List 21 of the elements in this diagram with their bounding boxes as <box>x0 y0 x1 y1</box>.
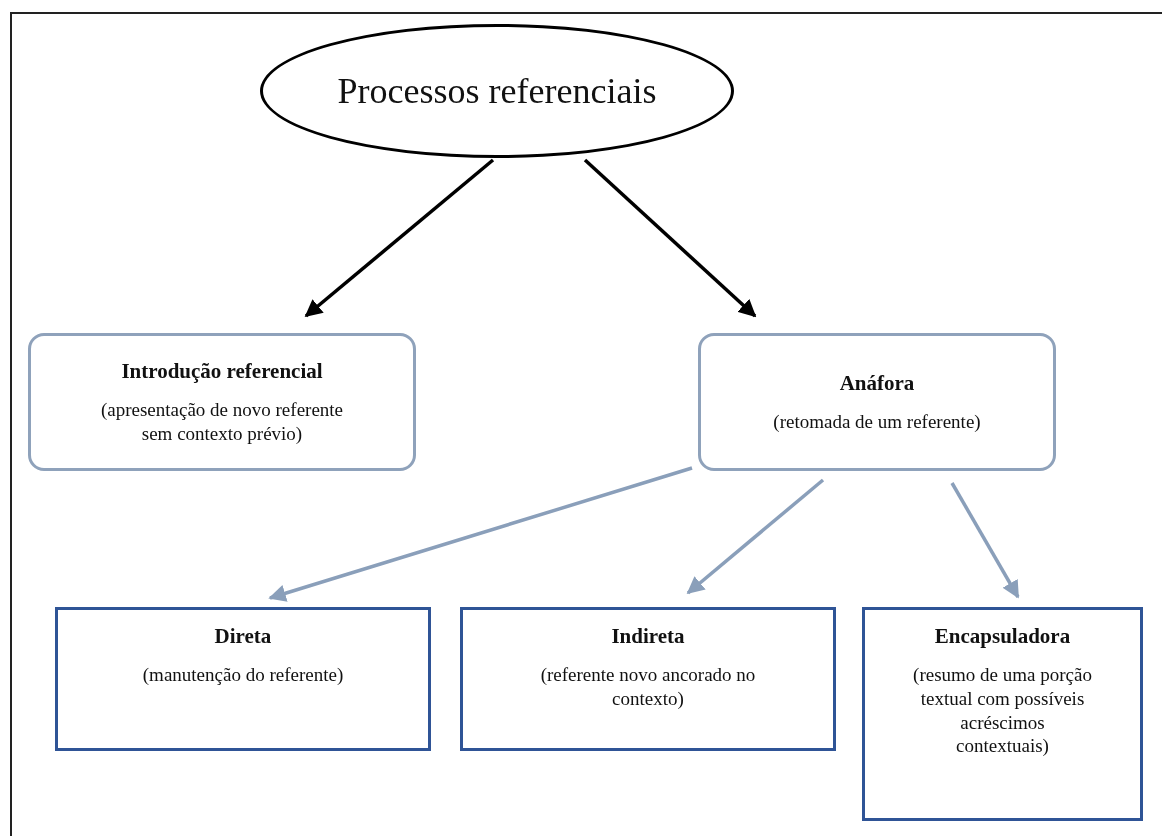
arrow <box>950 482 1020 599</box>
node-description: (manutenção do referente) <box>142 663 344 687</box>
node-description: (retomada de um referente) <box>773 409 981 434</box>
concept-box <box>862 607 1143 821</box>
concept-box <box>28 333 416 471</box>
concept-box <box>698 333 1056 471</box>
arrow <box>583 158 757 318</box>
node-heading: Encapsuladora <box>934 624 1071 649</box>
arrow <box>304 158 495 318</box>
node-heading: Indireta <box>611 624 685 649</box>
node-description: (apresentação de novo referente sem contexto prévio) <box>99 397 345 446</box>
concept-box <box>460 607 836 751</box>
node-description: (referente novo ancorado no contexto) <box>539 663 757 711</box>
node-description: (resumo de uma porção textual com possíveis acréscimos contextuais) <box>913 663 1092 758</box>
arrow <box>686 478 825 595</box>
arrow <box>268 466 693 602</box>
concept-box <box>55 607 431 751</box>
node-heading: Direta <box>214 624 272 649</box>
node-heading: Processos referenciais <box>337 70 657 112</box>
node-heading: Anáfora <box>839 370 915 396</box>
node-heading: Introdução referencial <box>121 358 323 384</box>
